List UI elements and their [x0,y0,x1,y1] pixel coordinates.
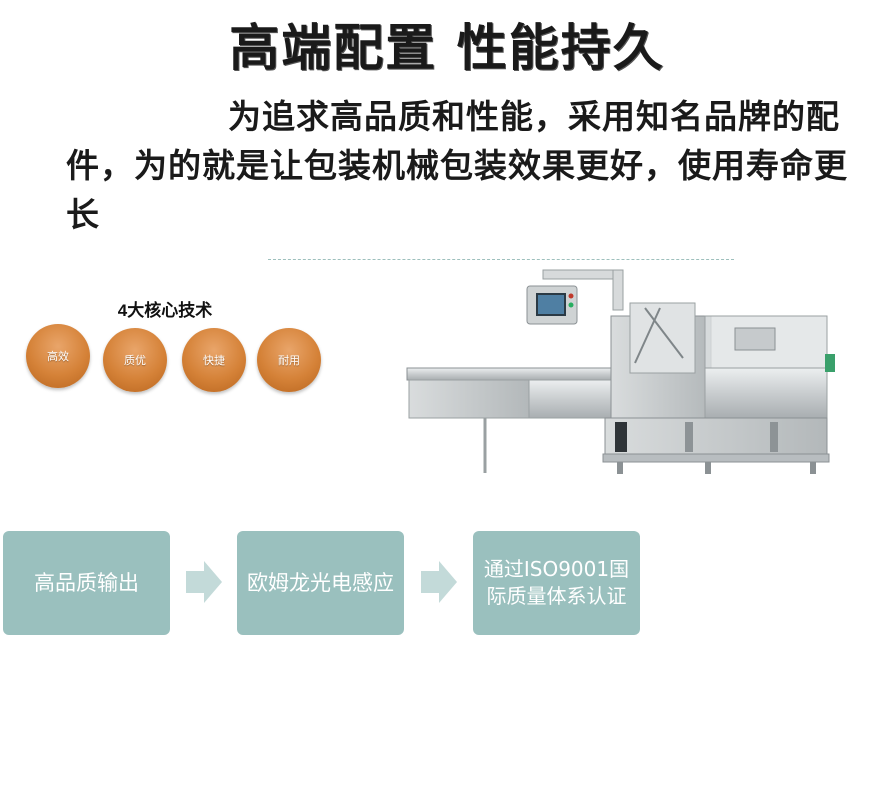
page-title: 高端配置 性能持久 [229,18,665,77]
tech-circle-label: 快捷 [203,354,225,367]
tech-circle-quality: 质优 [103,328,167,392]
tech-circle-efficient: 高效 [26,324,90,388]
arrow-right-icon [421,561,457,603]
arrow-right-icon [186,561,222,603]
tech-circle-label: 质优 [124,354,146,367]
core-tech-title: 4大核心技术 [117,301,213,320]
dashed-divider [268,259,734,260]
intro-paragraph: 为追求高品质和性能，采用知名品牌的配件，为的就是让包装机械包装效果更好，使用寿命… [66,97,848,234]
tech-circle-label: 耐用 [278,354,300,367]
packaging-machine-image [406,269,835,474]
tech-circle-fast: 快捷 [182,328,246,392]
feature-box-omron-sensor: 欧姆龙光电感应 [237,531,404,635]
tech-circle-label: 高效 [47,350,69,363]
feature-box-iso-certification: 通过ISO9001国际质量体系认证 [473,531,640,635]
feature-box-quality-output: 高品质输出 [3,531,170,635]
tech-circle-durable: 耐用 [257,328,321,392]
